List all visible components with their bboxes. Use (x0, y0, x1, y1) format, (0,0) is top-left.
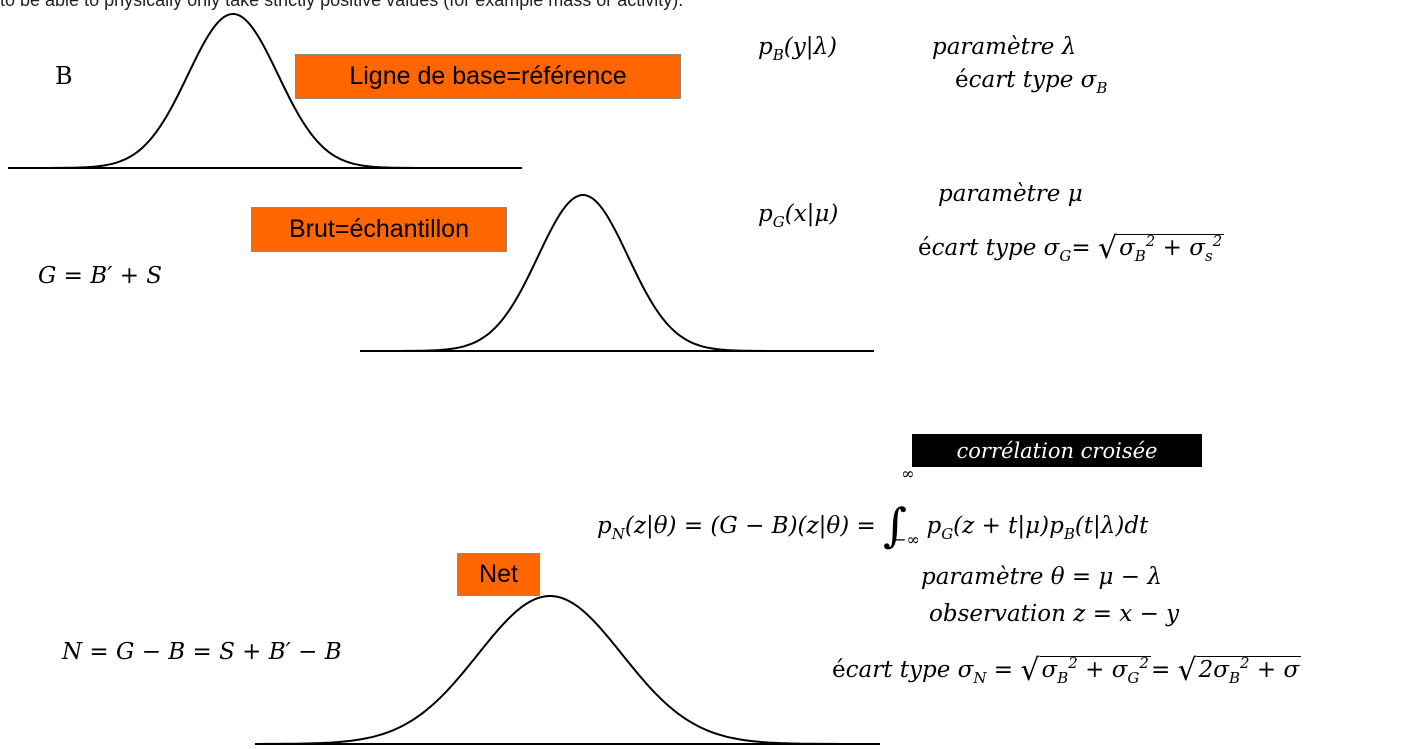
formula-pG: pG(x|μ) (758, 201, 839, 231)
formula-param-theta: paramètre θ = μ − λ (921, 564, 1162, 590)
raw-sample-box: Brut=échantillon (251, 207, 507, 252)
baseline-reference-box: Ligne de base=référence (295, 54, 681, 99)
formula-observation: observation z = x − y (929, 601, 1180, 627)
formula-sd-g: écart type σG= √σB2 + σs2 (918, 231, 1225, 266)
gaussian-curve-b (8, 13, 522, 169)
label-n: N = G − B = S + B′ − B (62, 639, 342, 665)
gaussian-curve-g (360, 194, 874, 352)
label-g: G = B′ + S (38, 263, 163, 289)
formula-sd-b: écart type σB (955, 67, 1108, 97)
label-b: B (55, 62, 73, 90)
formula-pN: pN(z|θ) = (G − B)(z|θ) = ∫ ∞ −∞ pG(z + t… (597, 464, 1149, 552)
net-box: Net (457, 553, 540, 596)
gaussian-curve-n (255, 595, 879, 745)
header-text: to be able to physically only take stric… (0, 0, 684, 10)
formula-param-mu: paramètre μ (938, 181, 1083, 207)
formula-sd-n: écart type σN = √σB2 + σG2= √2σB2 + σ (832, 653, 1302, 684)
formula-pB: pB(y|λ) (758, 34, 838, 64)
cross-correlation-box: corrélation croisée (912, 434, 1202, 467)
formula-param-lambda: paramètre λ (932, 34, 1077, 60)
